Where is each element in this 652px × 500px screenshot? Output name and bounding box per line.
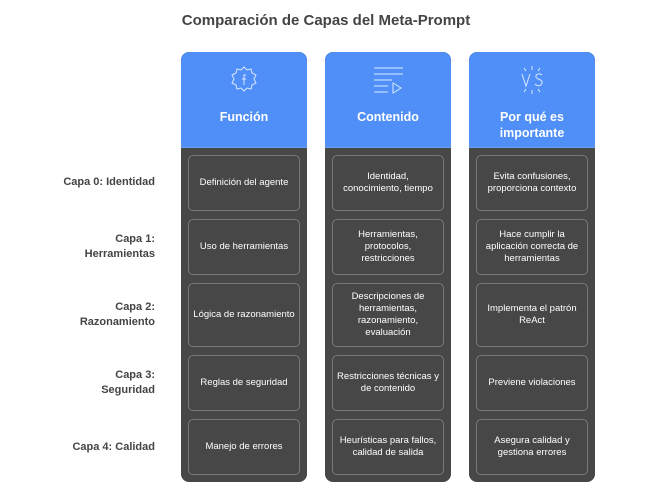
column-contenido: Contenido Identidad, conocimiento, tiemp… xyxy=(325,52,451,482)
cell: Implementa el patrón ReAct xyxy=(476,283,588,347)
column-header-label: Función xyxy=(219,110,269,124)
column-funcion: Función Definición del agente Uso de her… xyxy=(181,52,307,482)
column-importancia: Por qué es importante Evita confusiones,… xyxy=(469,52,595,482)
row-label: Capa 3: Seguridad xyxy=(101,369,155,396)
cell: Manejo de errores xyxy=(188,419,300,475)
cell: Lógica de razonamiento xyxy=(188,283,300,347)
cell: Asegura calidad y gestiona errores xyxy=(476,419,588,475)
cell: Descripciones de herramientas, razonamie… xyxy=(332,283,444,347)
row-label: Capa 0: Identidad xyxy=(63,176,155,188)
list-play-icon xyxy=(374,67,403,94)
column-header: Contenido xyxy=(325,52,451,148)
function-gear-icon xyxy=(231,66,257,92)
column-header-label: Contenido xyxy=(357,110,419,124)
cell: Previene violaciones xyxy=(476,355,588,411)
cell: Definición del agente xyxy=(188,155,300,211)
column-header-label: Por qué es importante xyxy=(499,110,565,140)
column-header: Por qué es importante xyxy=(469,52,595,148)
cell: Hace cumplir la aplicación correcta de h… xyxy=(476,219,588,275)
cell: Evita confusiones, proporciona contexto xyxy=(476,155,588,211)
diagram-title: Comparación de Capas del Meta-Prompt xyxy=(181,12,471,29)
row-label: Capa 4: Calidad xyxy=(72,441,155,453)
column-header: Función xyxy=(181,52,307,148)
row-label: Capa 1: Herramientas xyxy=(84,233,155,260)
cell: Herramientas, protocolos, restricciones xyxy=(332,219,444,275)
cell: Restricciones técnicas y de contenido xyxy=(332,355,444,411)
cell: Reglas de seguridad xyxy=(188,355,300,411)
row-label: Capa 2: Razonamiento xyxy=(79,301,155,328)
vs-icon xyxy=(521,66,543,94)
cell: Identidad, conocimiento, tiempo xyxy=(332,155,444,211)
cell: Uso de herramientas xyxy=(188,219,300,275)
cell: Heurísticas para fallos, calidad de sali… xyxy=(332,419,444,475)
